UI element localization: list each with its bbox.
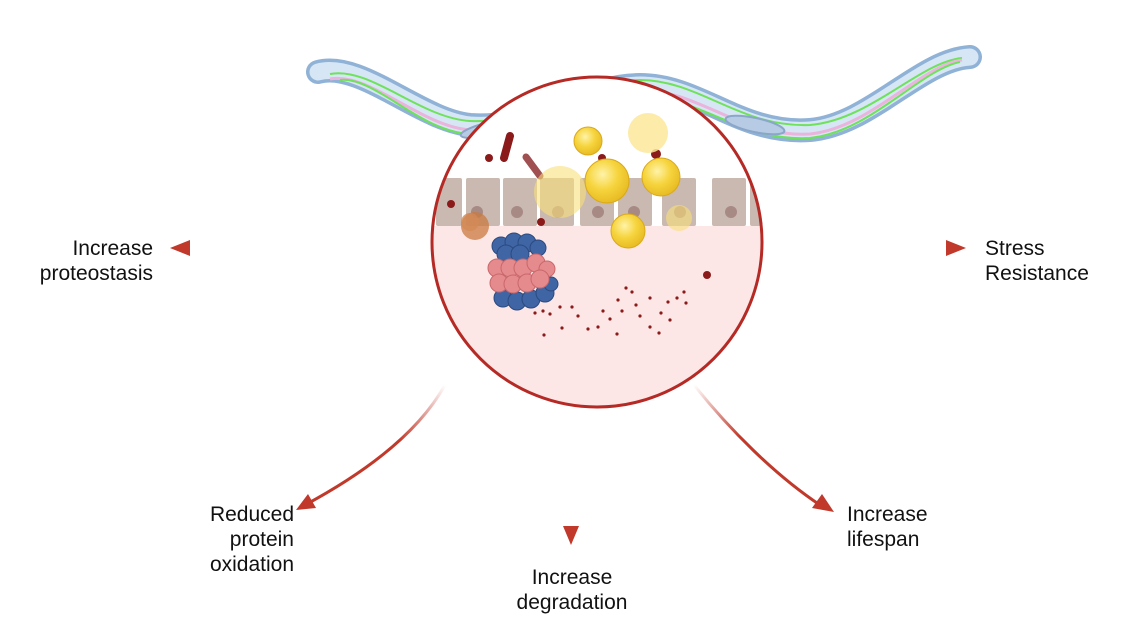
label-line: protein	[229, 528, 294, 551]
label-line: proteostasis	[39, 262, 153, 285]
label-reduced-protein-oxidation: Reduced protein oxidation	[150, 502, 294, 577]
tissue-background	[432, 226, 762, 407]
arrow-reduced-protein-oxidation	[296, 384, 447, 510]
arrow-increase-proteostasis	[170, 240, 398, 256]
label-line: degradation	[516, 591, 628, 614]
bacteria	[447, 132, 711, 279]
label-line: Increase	[531, 566, 613, 589]
label-line: Increase	[72, 237, 153, 260]
fibrillar-aggregate	[461, 212, 489, 240]
lipid-droplets	[534, 113, 692, 249]
protein-aggregate	[487, 232, 559, 311]
label-increase-proteostasis: Increase proteostasis	[0, 236, 153, 286]
label-line: Reduced	[209, 503, 294, 526]
arrow-increase-degradation	[563, 425, 579, 545]
arrow-stress-resistance	[740, 240, 966, 256]
scattered-particles	[533, 286, 688, 337]
label-line: oxidation	[209, 553, 294, 576]
label-line: Stress	[985, 237, 1045, 260]
label-stress-resistance: Stress Resistance	[985, 236, 1089, 286]
label-line: lifespan	[847, 528, 920, 551]
arrow-increase-lifespan	[692, 384, 834, 512]
label-line: Resistance	[985, 262, 1089, 285]
label-line: Increase	[847, 503, 928, 526]
zoom-circle	[430, 75, 764, 409]
label-increase-degradation: Increase degradation	[492, 565, 652, 615]
label-increase-lifespan: Increase lifespan	[847, 502, 928, 552]
